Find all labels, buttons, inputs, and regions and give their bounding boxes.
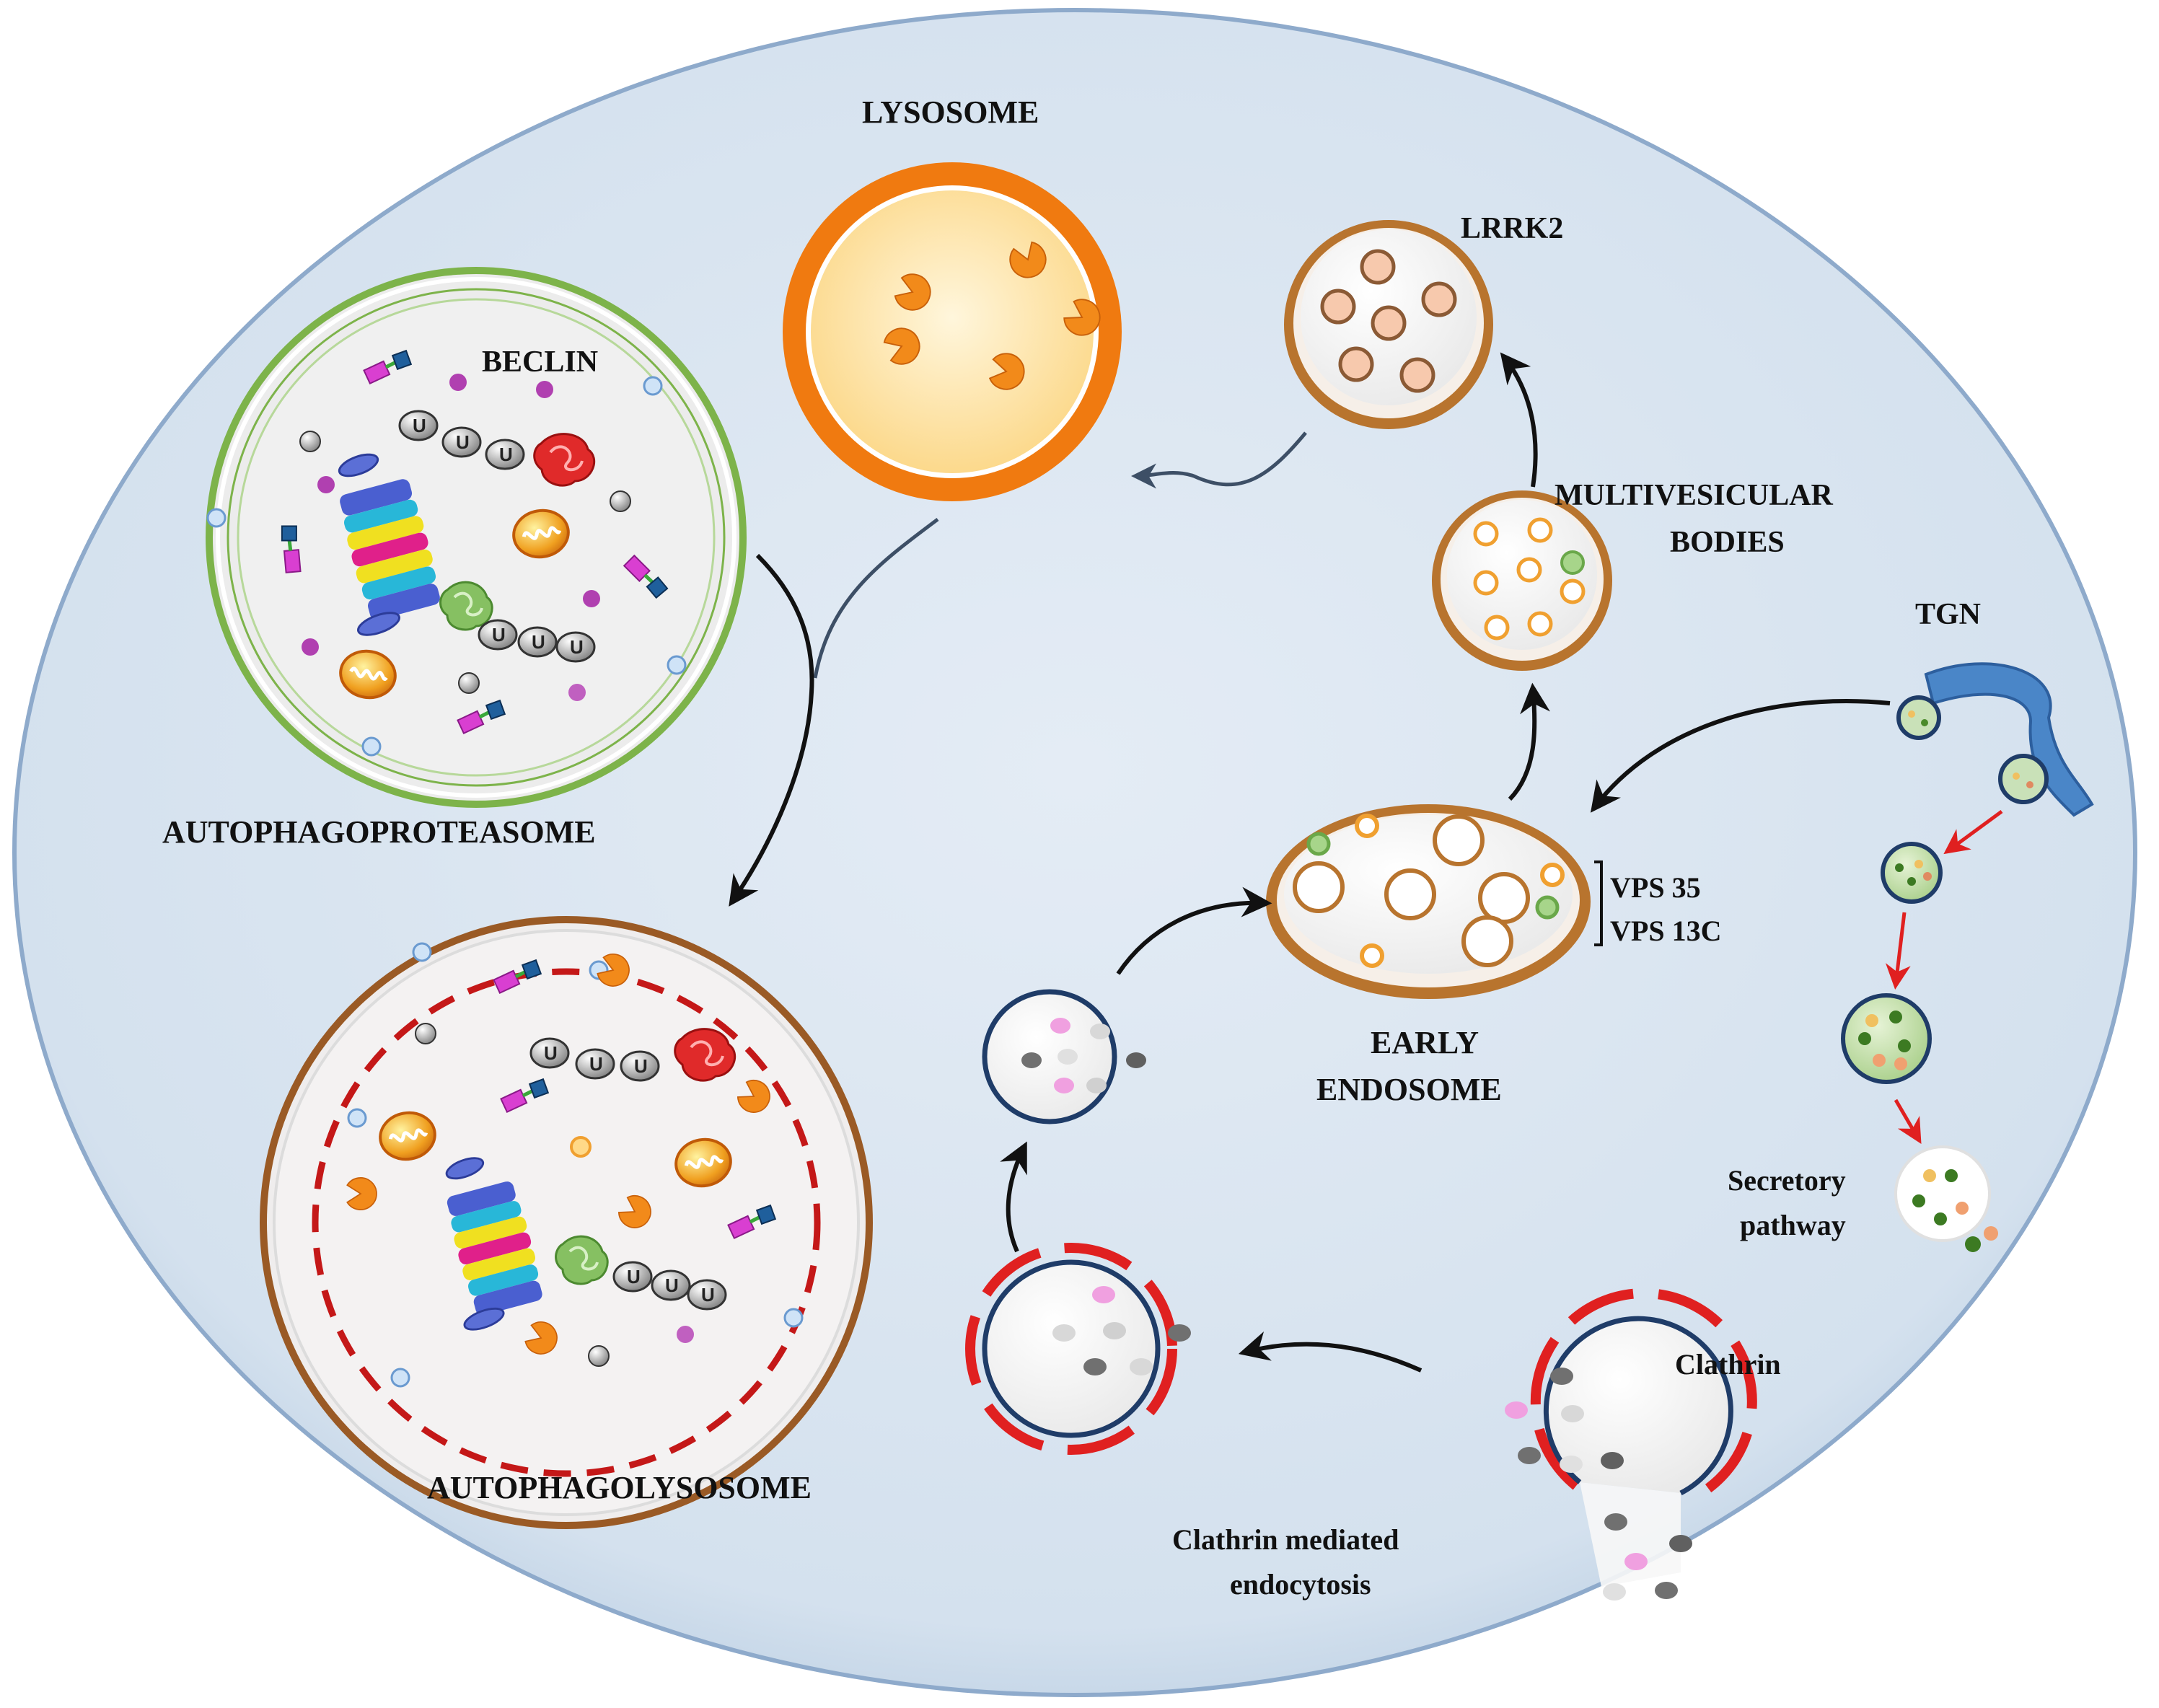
- autophagolysosome-label: AUTOPHAGOLYSOSOME: [427, 1470, 812, 1505]
- arrow-red-1: [1943, 809, 2003, 855]
- early-endosome-label-1: EARLY: [1371, 1025, 1479, 1060]
- vps13c-label: VPS 13C: [1610, 915, 1721, 947]
- arrow-mvb-to-lrrk2: [1500, 352, 1538, 488]
- arrow-tgn-to-endosome: [1590, 698, 1891, 813]
- early-endosome-label-2: ENDOSOME: [1316, 1072, 1502, 1107]
- tgn-organelle: [1896, 662, 2094, 817]
- multivesicular-label-2: BODIES: [1670, 526, 1785, 559]
- clathrin-coated-vesicle: [965, 1243, 1191, 1455]
- vps-bracket: [1594, 860, 1603, 946]
- clathrin-label: Clathrin: [1675, 1348, 1781, 1381]
- secretory-vesicle-1: [1881, 842, 1943, 904]
- arrow-lysosome-merge: [813, 517, 939, 679]
- arrow-red-2: [1885, 912, 1911, 990]
- clathrin-coated-pit: [1505, 1288, 1757, 1601]
- beclin-label: BECLIN: [482, 345, 598, 379]
- secretory-label-1: Secretory: [1728, 1164, 1846, 1197]
- cme-label-2: endocytosis: [1230, 1568, 1371, 1601]
- arrow-endosome-to-mvb: [1508, 682, 1550, 801]
- arrow-vesicle-to-endosome: [1116, 886, 1272, 975]
- autophagolysosome-organelle: [260, 916, 873, 1529]
- autophagoproteasome-label: AUTOPHAGOPROTEASOME: [162, 814, 596, 850]
- arrow-to-autophagolysosome: [729, 553, 814, 907]
- secretory-vesicle-releasing: [1894, 1145, 1998, 1252]
- arrow-pit-to-coated: [1238, 1331, 1423, 1373]
- lysosome-organelle: [783, 162, 1122, 501]
- multivesicular-label-1: MULTIVESICULAR: [1555, 479, 1834, 512]
- early-endosome: [1266, 804, 1591, 999]
- arrow-coated-to-uncoated: [1000, 1141, 1027, 1253]
- autophagoproteasome-organelle: [206, 267, 747, 808]
- tgn-label: TGN: [1915, 598, 1981, 631]
- lrrk2-label: LRRK2: [1461, 212, 1563, 245]
- lrrk2-vesicle: [1284, 220, 1493, 429]
- cme-label-1: Clathrin mediated: [1172, 1523, 1399, 1556]
- arrow-lrrk2-to-lysosome: [1131, 431, 1307, 489]
- lysosome-label: LYSOSOME: [862, 94, 1039, 130]
- secretory-vesicle-2: [1841, 993, 1932, 1084]
- multivesicular-body: [1432, 490, 1612, 671]
- arrow-red-3: [1894, 1099, 1922, 1145]
- secretory-label-2: pathway: [1740, 1209, 1846, 1241]
- uncoated-vesicle: [982, 989, 1146, 1124]
- vps35-label: VPS 35: [1610, 871, 1701, 904]
